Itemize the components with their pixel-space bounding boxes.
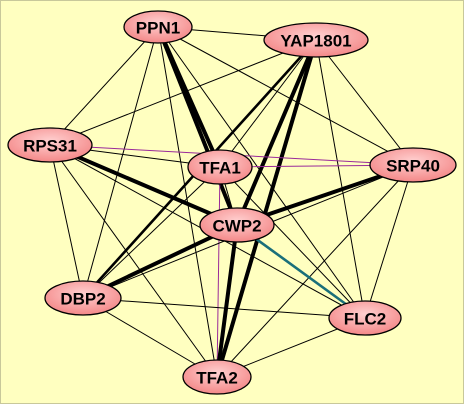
node-label: YAP1801 (280, 32, 351, 51)
edge-ppn1-srp40 (157, 26, 414, 166)
node-label: FLC2 (344, 310, 387, 329)
edge-ppn1-cwp2 (156, 25, 239, 227)
edge-srp40-flc2 (364, 164, 414, 319)
edge-tfa1-flc2 (219, 166, 366, 319)
edge-yap1801-flc2 (315, 39, 366, 319)
node-ellipse (182, 359, 252, 395)
edge-ppn1-dbp2 (82, 26, 159, 299)
node-label: SRP40 (386, 157, 440, 176)
node-label: TFA2 (196, 369, 238, 388)
node-ellipse (369, 147, 457, 183)
edge-yap1801-srp40 (315, 39, 414, 166)
node-label: RPS31 (23, 137, 77, 156)
edge-srp40-tfa2 (216, 164, 414, 378)
edge-cwp2-tfa2 (215, 223, 239, 379)
edge-yap1801-rps31 (49, 39, 317, 146)
edge-rps31-cwp2 (48, 143, 239, 227)
node-ellipse (44, 280, 122, 316)
node-label: TFA1 (199, 159, 241, 178)
edge-tfa1-dbp2 (82, 166, 221, 299)
node-label: PPN1 (136, 19, 180, 38)
node-ellipse (123, 10, 193, 44)
edge-rps31-dbp2 (49, 144, 84, 299)
node-ppn1[interactable]: PPN1 (123, 10, 193, 44)
node-srp40[interactable]: SRP40 (369, 147, 457, 183)
node-yap1801[interactable]: YAP1801 (263, 22, 369, 58)
edge-tfa1-tfa2 (216, 166, 221, 378)
edge-yap1801-tfa2 (215, 38, 318, 379)
edge-yap1801-tfa1 (219, 39, 317, 168)
node-ellipse (263, 22, 369, 58)
node-flc2[interactable]: FLC2 (328, 300, 402, 336)
node-tfa1[interactable]: TFA1 (187, 149, 253, 185)
node-ellipse (7, 127, 93, 163)
node-ellipse (199, 207, 275, 243)
node-label: DBP2 (60, 290, 105, 309)
node-label: CWP2 (212, 217, 261, 236)
edge-dbp2-flc2 (82, 297, 366, 319)
edge-cwp2-flc2 (235, 223, 367, 320)
edge-ppn1-rps31 (49, 26, 159, 146)
node-dbp2[interactable]: DBP2 (44, 280, 122, 316)
node-ellipse (328, 300, 402, 336)
edge-yap1801-cwp2 (235, 38, 318, 227)
node-cwp2[interactable]: CWP2 (199, 207, 275, 243)
node-ellipse (187, 149, 253, 185)
node-tfa2[interactable]: TFA2 (182, 359, 252, 395)
node-rps31[interactable]: RPS31 (7, 127, 93, 163)
edge-rps31-tfa2 (49, 144, 218, 378)
